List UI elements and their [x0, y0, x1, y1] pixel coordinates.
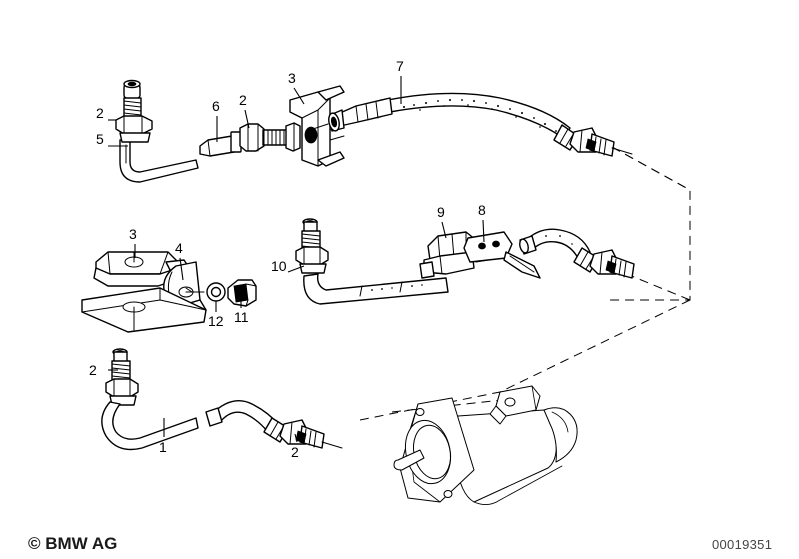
part-12-sealing-washer [185, 282, 226, 302]
brake-pipe-lower-right [205, 400, 343, 449]
callout-number-1: 1 [159, 439, 167, 455]
part-3-bracket-upper [289, 85, 345, 167]
part-2-banjo-bolt-hose-10 [295, 218, 329, 274]
callout-number-3-middle: 3 [129, 226, 137, 242]
callout-number-5: 5 [96, 131, 104, 147]
callout-leader-lines [108, 76, 485, 443]
callout-number-6: 6 [212, 98, 220, 114]
part-6-pipe-union [199, 131, 242, 157]
brake-hose-middle-right [519, 228, 635, 279]
part-3-bracket-middle-left [93, 251, 189, 287]
part-2-banjo-bolt-upper-middle [239, 122, 301, 152]
part-4-mounting-plate [81, 251, 207, 333]
callout-number-12: 12 [208, 313, 224, 329]
part-2-banjo-bolt-lower-left [105, 348, 139, 406]
part-8-support-plate [463, 231, 541, 279]
brake-servo-cylinder [393, 385, 578, 505]
callout-number-4: 4 [175, 240, 183, 256]
part-5-brake-pipe-L-bend [119, 139, 199, 183]
callout-number-9: 9 [437, 204, 445, 220]
callout-number-10: 10 [271, 258, 287, 274]
callout-number-11: 11 [234, 309, 249, 325]
hose-fitting-left [309, 97, 393, 132]
callout-number-3-upper: 3 [288, 70, 296, 86]
callout-number-8: 8 [478, 202, 486, 218]
part-10-brake-hose-short [295, 218, 449, 305]
part-2-banjo-bolt-lower-right [263, 417, 343, 449]
callout-number-7: 7 [396, 58, 404, 74]
part-1-brake-pipe-short [101, 401, 199, 451]
callout-number-2-lower-left: 2 [89, 362, 97, 378]
part-7-flexible-brake-hose [309, 92, 633, 157]
callout-number-2: 2 [96, 105, 104, 121]
copyright-notice: © BMW AG [28, 534, 118, 553]
callout-number-2-union: 2 [239, 92, 247, 108]
hose-fitting-right [553, 124, 633, 157]
part-11-hex-nut [227, 279, 257, 307]
callout-number-2-lower-right: 2 [291, 444, 299, 460]
part-2-banjo-bolt-upper-left [115, 79, 153, 143]
drawing-number: 00019351 [712, 537, 773, 552]
